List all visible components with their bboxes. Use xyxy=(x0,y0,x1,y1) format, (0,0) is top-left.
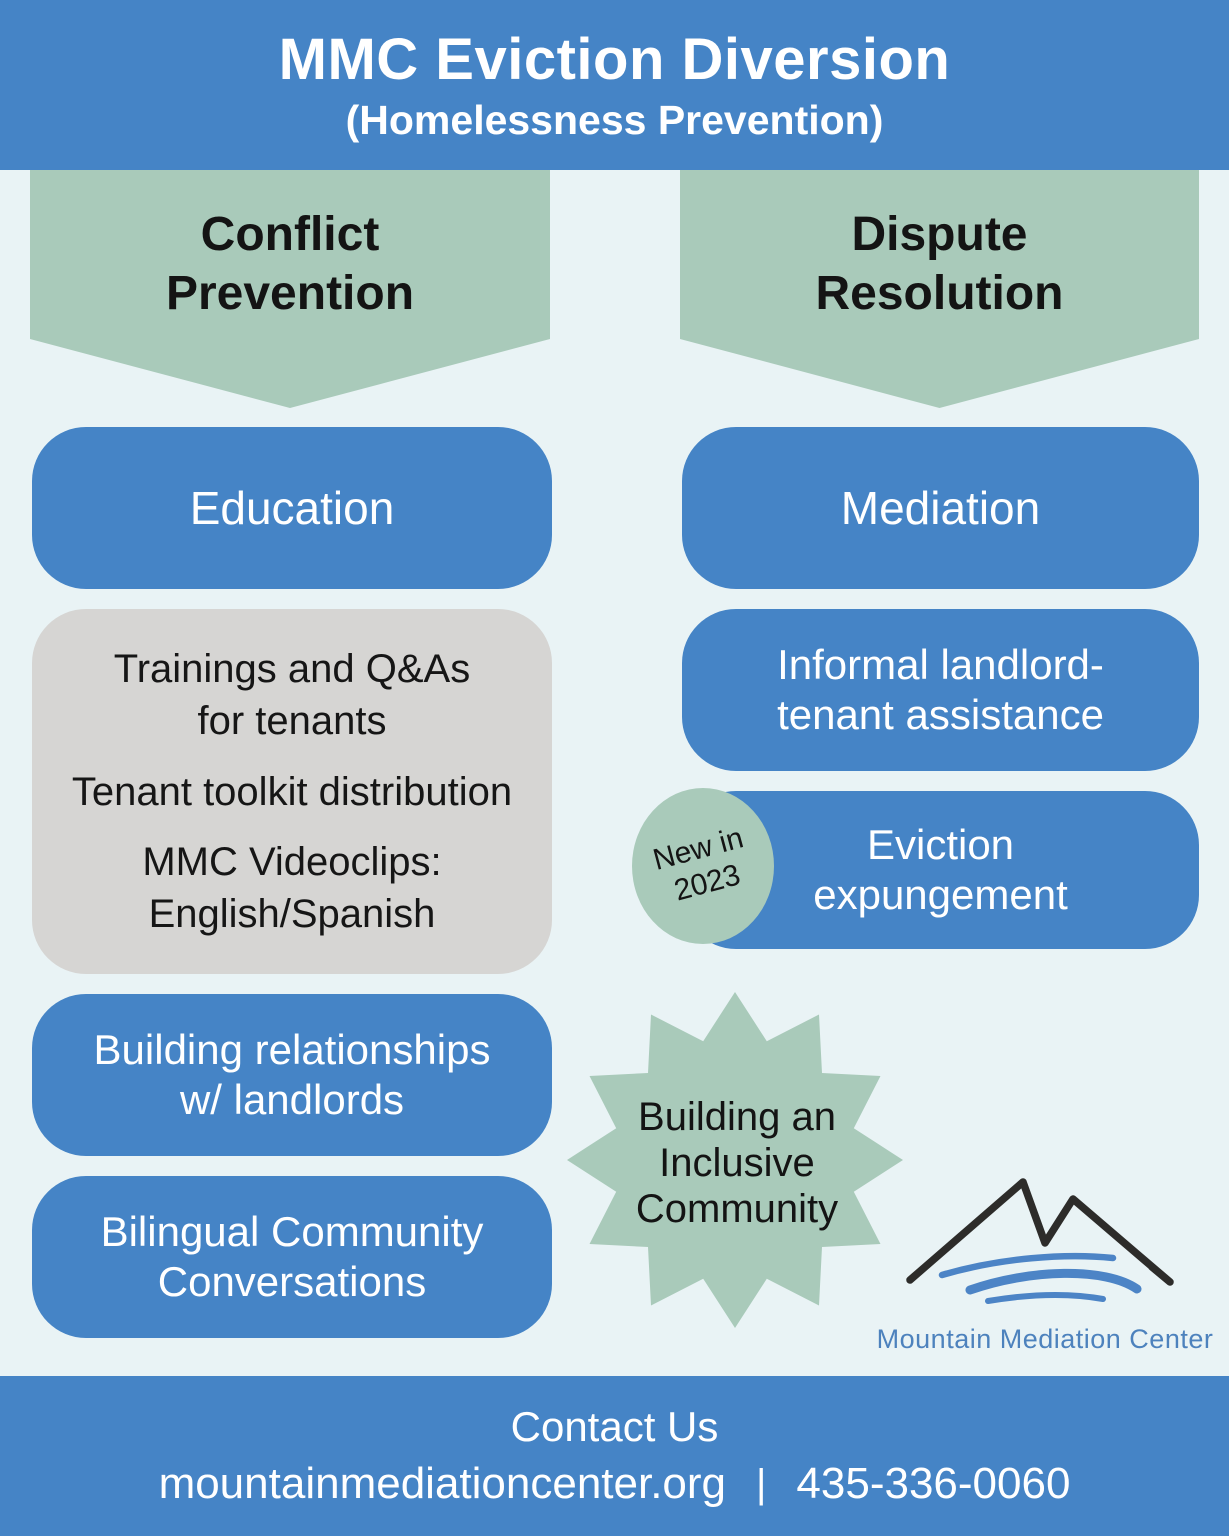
informal-assistance-label: Informal landlord- tenant assistance xyxy=(777,641,1104,738)
conflict-prevention-banner: Conflict Prevention xyxy=(30,170,550,408)
gray-item-toolkit: Tenant toolkit distribution xyxy=(71,769,513,814)
phone-number: 435-336-0060 xyxy=(796,1459,1071,1508)
starburst-shape xyxy=(567,992,903,1328)
contact-us-heading: Contact Us xyxy=(510,1403,719,1450)
page-title: MMC Eviction Diversion xyxy=(278,27,951,92)
education-details-box: Trainings and Q&As for tenants Tenant to… xyxy=(32,609,552,974)
footer-contact-bar: Contact Us mountainmediationcenter.org |… xyxy=(0,1376,1229,1536)
eviction-expungement-label: Eviction expungement xyxy=(813,821,1068,918)
logo-wordmark: Mountain Mediation Center xyxy=(876,1324,1214,1354)
building-relationships-box: Building relationships w/ landlords xyxy=(32,994,552,1156)
bilingual-conversations-box: Bilingual Community Conversations xyxy=(32,1176,552,1338)
bilingual-conversations-label: Bilingual Community Conversations xyxy=(100,1208,484,1305)
building-relationships-label: Building relationships w/ landlords xyxy=(93,1026,491,1123)
dispute-resolution-label: Dispute Resolution xyxy=(815,208,1064,320)
education-label: Education xyxy=(189,481,395,534)
gray-item-videoclips: MMC Videoclips: English/Spanish xyxy=(142,840,442,936)
mediation-box: Mediation xyxy=(682,427,1199,589)
separator-bar: | xyxy=(756,1461,767,1506)
conflict-prevention-label: Conflict Prevention xyxy=(165,208,415,320)
education-box: Education xyxy=(32,427,552,589)
inclusive-community-label: Building an Inclusive Community xyxy=(635,1095,839,1231)
header-banner: MMC Eviction Diversion (Homelessness Pre… xyxy=(0,0,1229,170)
gray-item-trainings: Trainings and Q&As for tenants xyxy=(113,647,471,743)
dispute-resolution-banner: Dispute Resolution xyxy=(680,170,1199,408)
website-link: mountainmediationcenter.org xyxy=(158,1459,727,1508)
page-subtitle: (Homelessness Prevention) xyxy=(345,97,884,143)
new-in-2023-badge: New in 2023 xyxy=(632,788,774,944)
mountain-logo-icon xyxy=(906,1178,1174,1304)
contact-details: mountainmediationcenter.org | 435-336-00… xyxy=(159,1459,1071,1509)
mediation-label: Mediation xyxy=(840,481,1041,534)
informal-assistance-box: Informal landlord- tenant assistance xyxy=(682,609,1199,771)
new-in-2023-label: New in 2023 xyxy=(649,820,747,907)
